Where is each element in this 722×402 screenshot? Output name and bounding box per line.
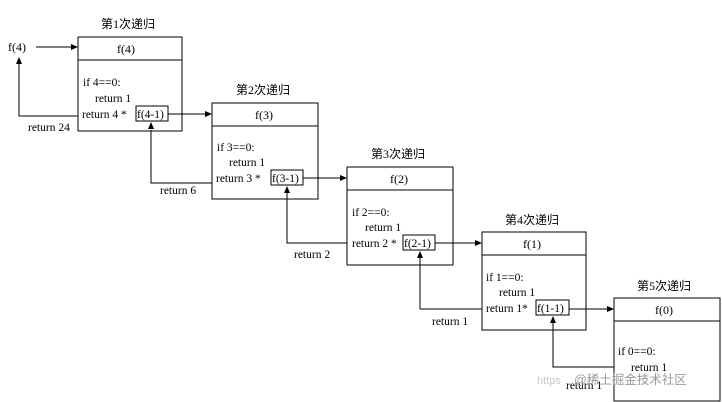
call-arrowhead-4 bbox=[607, 306, 614, 312]
return-arrowhead-1b bbox=[550, 316, 556, 323]
frame-3-return-expr: return 2 * bbox=[352, 238, 397, 250]
frame-4: 第4次递归 f(1) if 1==0: return 1 return 1* f… bbox=[481, 213, 587, 331]
frame-5-return-one: return 1 bbox=[631, 362, 667, 374]
return-path-6 bbox=[150, 130, 212, 184]
frame-4-call-highlight bbox=[535, 299, 570, 316]
frame-1-box bbox=[77, 36, 183, 132]
frame-5: 第5次递归 f(0) if 0==0: return 1 bbox=[613, 279, 721, 402]
frame-2: 第2次递归 f(3) if 3==0: return 1 return 3 * … bbox=[211, 83, 319, 200]
frame-2-box bbox=[211, 102, 319, 200]
frame-3: 第3次递归 f(2) if 2==0: return 1 return 2 * … bbox=[346, 147, 454, 266]
frame-3-call: f(2-1) bbox=[404, 238, 431, 250]
frame-4-title: 第4次递归 bbox=[505, 213, 559, 227]
return-label-1a: return 1 bbox=[432, 316, 468, 328]
frame-3-return-one: return 1 bbox=[365, 222, 401, 234]
return-path-1a bbox=[419, 258, 482, 310]
frame-2-condition: if 3==0: bbox=[217, 142, 255, 154]
frame-2-header: f(3) bbox=[255, 108, 273, 122]
frame-1-return-expr: return 4 * bbox=[82, 109, 127, 121]
return-path-2 bbox=[286, 193, 347, 244]
frame-2-return-one: return 1 bbox=[229, 157, 265, 169]
call-arrowhead-start bbox=[71, 44, 78, 50]
frame-4-return-expr: return 1* bbox=[486, 303, 528, 315]
frame-5-condition: if 0==0: bbox=[618, 346, 656, 358]
frame-4-return-one: return 1 bbox=[499, 287, 535, 299]
frame-3-title: 第3次递归 bbox=[371, 147, 425, 161]
call-arrowhead-3 bbox=[475, 240, 482, 246]
return-label-2: return 2 bbox=[294, 249, 330, 261]
return-label-24: return 24 bbox=[28, 122, 70, 134]
frame-1: 第1次递归 f(4) if 4==0: return 1 return 4 * … bbox=[77, 17, 183, 132]
return-label-6: return 6 bbox=[160, 185, 196, 197]
frame-3-condition: if 2==0: bbox=[352, 207, 390, 219]
frame-4-condition: if 1==0: bbox=[486, 272, 524, 284]
frame-2-title: 第2次递归 bbox=[236, 83, 290, 97]
frame-1-header: f(4) bbox=[117, 42, 135, 56]
frame-1-return-one: return 1 bbox=[95, 93, 131, 105]
return-arrowhead-24 bbox=[16, 57, 22, 64]
frame-3-header: f(2) bbox=[390, 172, 408, 186]
frame-2-call: f(3-1) bbox=[272, 173, 299, 185]
frame-5-title: 第5次递归 bbox=[637, 279, 691, 293]
frame-5-header: f(0) bbox=[655, 303, 673, 317]
watermark: @稀土掘金技术社区 bbox=[574, 372, 687, 387]
start-label: f(4) bbox=[8, 40, 26, 54]
frame-1-condition: if 4==0: bbox=[83, 77, 121, 89]
call-arrowhead-1 bbox=[205, 111, 212, 117]
frame-4-header: f(1) bbox=[523, 237, 541, 251]
frame-1-title: 第1次递归 bbox=[101, 17, 155, 31]
call-arrowhead-2 bbox=[340, 175, 347, 181]
frame-5-box bbox=[613, 297, 721, 402]
frame-4-call: f(1-1) bbox=[537, 303, 564, 315]
return-arrowhead-6 bbox=[148, 122, 154, 129]
return-path-1b bbox=[552, 323, 614, 368]
return-arrowhead-2 bbox=[284, 186, 290, 193]
frame-2-return-expr: return 3 * bbox=[216, 173, 261, 185]
return-label-1b: return 1 bbox=[566, 380, 602, 392]
return-arrowhead-1a bbox=[417, 251, 423, 258]
watermark-faint: https bbox=[537, 375, 561, 387]
frame-1-call: f(4-1) bbox=[137, 109, 164, 121]
